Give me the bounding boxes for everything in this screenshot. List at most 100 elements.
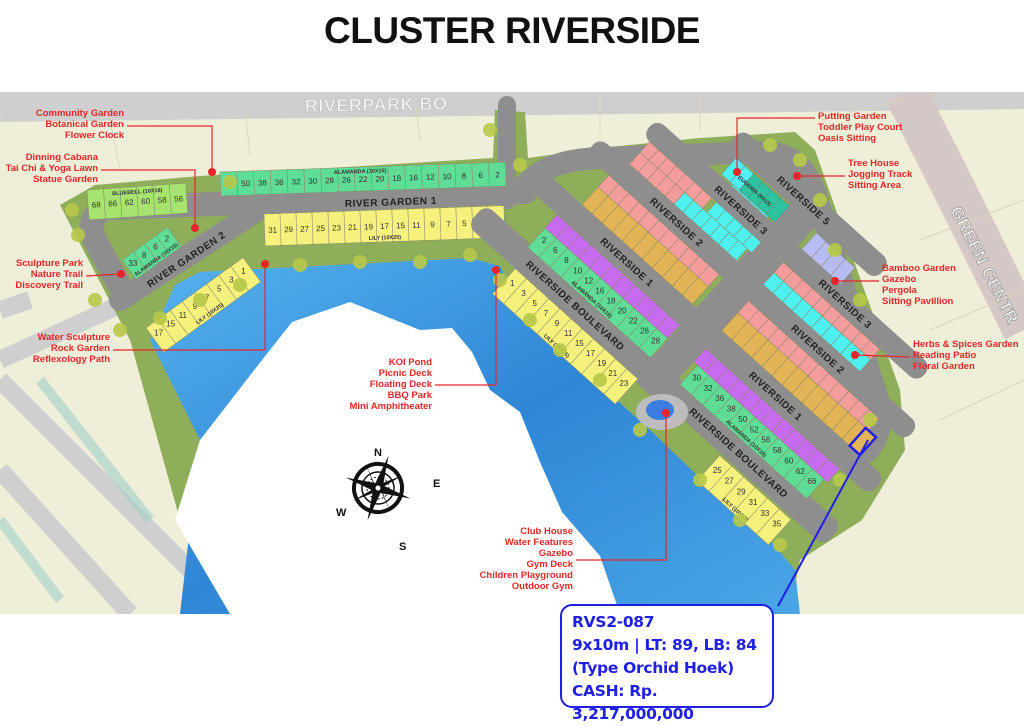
lot[interactable]: 66 xyxy=(794,468,825,499)
lot-number: 66 xyxy=(807,477,816,486)
info-pointer-line xyxy=(777,439,869,607)
lot-code: RVS2-087 xyxy=(572,613,655,631)
lot-number: 18 xyxy=(607,296,616,305)
lot[interactable]: 21 xyxy=(343,210,362,244)
lot-number: 23 xyxy=(332,223,342,232)
amenity-label: Jogging Track xyxy=(848,169,913,180)
tree-icon xyxy=(763,138,777,152)
tree-icon xyxy=(353,255,367,269)
tree-icon xyxy=(523,313,537,327)
lot-number: 36 xyxy=(715,394,724,403)
lot[interactable]: 2 xyxy=(488,161,507,187)
amenity-marker-icon xyxy=(851,351,859,359)
lot[interactable]: 8 xyxy=(454,162,473,189)
highlighted-lot-rvs2-087[interactable] xyxy=(847,426,878,457)
lot-number: 56 xyxy=(174,194,184,204)
lot[interactable]: 10 xyxy=(438,163,457,189)
lot[interactable]: 36 xyxy=(270,169,289,195)
lot[interactable]: 31 xyxy=(263,213,282,247)
lot[interactable]: 38 xyxy=(253,169,272,196)
lot-number: 58 xyxy=(157,195,167,205)
lot[interactable]: 9 xyxy=(423,207,442,241)
lot[interactable]: 23 xyxy=(327,210,346,245)
tree-icon xyxy=(513,158,527,172)
tree-icon xyxy=(88,293,102,307)
lot[interactable]: 50 xyxy=(236,170,255,196)
lot[interactable]: 26 xyxy=(337,167,356,193)
lot-number: 9 xyxy=(430,220,435,229)
lot[interactable]: 68 xyxy=(86,188,106,221)
lot[interactable]: 25 xyxy=(311,211,330,245)
pink-row-a xyxy=(597,174,720,287)
lot[interactable]: 29 xyxy=(279,212,298,246)
lot-number: 32 xyxy=(291,177,301,186)
lot[interactable]: 19 xyxy=(359,209,378,243)
alamanda-rg1-row: 5250383632302826222018161210862 xyxy=(219,161,507,197)
lot-number: 27 xyxy=(300,224,310,233)
lot[interactable]: 22 xyxy=(354,166,373,192)
lot[interactable]: 16 xyxy=(404,164,423,190)
lot[interactable]: 30 xyxy=(303,168,322,194)
lot[interactable]: 2 xyxy=(155,226,182,256)
lot[interactable]: 60 xyxy=(136,185,156,217)
lot-number: 58 xyxy=(773,446,782,455)
amenity-marker-icon xyxy=(117,270,125,278)
page-title: CLUSTER RIVERSIDE xyxy=(324,10,700,51)
lot[interactable]: 18 xyxy=(387,165,406,191)
amenity-label: Reading Patio xyxy=(913,350,977,361)
lot-number: 12 xyxy=(584,276,593,285)
lot-number: 1 xyxy=(510,279,515,288)
lot[interactable] xyxy=(765,197,790,223)
lot[interactable]: 11 xyxy=(407,208,426,242)
amenity-marker-icon xyxy=(191,224,199,232)
cyan-row-a2 xyxy=(706,201,762,253)
lot-number: 68 xyxy=(92,200,102,210)
lot-price: CASH: Rp. 3,217,000,000 xyxy=(572,682,694,723)
lot-number: 21 xyxy=(348,223,358,232)
lot-number: 56 xyxy=(761,436,770,445)
lot[interactable]: 6 xyxy=(471,162,490,188)
tree-icon xyxy=(828,243,842,257)
tree-icon xyxy=(483,123,497,137)
amenity-label: Tree House xyxy=(848,158,899,169)
amenity-label: Outdoor Gym xyxy=(512,581,573,592)
lot[interactable]: 28 xyxy=(638,328,668,359)
amenity-label: Reflexology Path xyxy=(33,354,110,365)
lot-number: 60 xyxy=(141,197,151,207)
lot-number: 30 xyxy=(308,177,318,186)
tree-icon xyxy=(853,293,867,307)
lot[interactable]: 27 xyxy=(295,212,314,246)
lot[interactable] xyxy=(693,189,713,209)
lot[interactable]: 17 xyxy=(375,209,394,243)
lot-number: 6 xyxy=(553,246,558,255)
lot-number: 33 xyxy=(760,509,769,518)
lot-number: 31 xyxy=(749,498,758,507)
lot-number: 23 xyxy=(619,379,628,388)
lot[interactable]: 12 xyxy=(421,164,440,190)
lot-number: 8 xyxy=(462,171,467,180)
lot-number: 17 xyxy=(154,329,163,338)
lot[interactable]: 7 xyxy=(439,207,458,241)
lot-number: 27 xyxy=(725,477,734,486)
lot-number: 38 xyxy=(727,405,736,414)
lily-rg1-row: 3129272523211917151197531LILY (10X25) xyxy=(263,205,506,247)
lot[interactable] xyxy=(742,233,762,253)
lot-number: 8 xyxy=(564,256,569,265)
lot-number: 28 xyxy=(325,176,335,185)
callout-line xyxy=(435,270,497,386)
lot-info-box: RVS2-087 9x10m | LT: 89, LB: 84 (Type Or… xyxy=(560,604,774,723)
lot-number: 6 xyxy=(478,171,483,180)
amenity-label: Water Features xyxy=(505,537,573,548)
lot[interactable] xyxy=(698,265,720,287)
lot[interactable]: 35 xyxy=(756,508,792,546)
lot[interactable]: 56 xyxy=(169,182,189,215)
tree-icon xyxy=(813,193,827,207)
lot[interactable]: 32 xyxy=(286,168,306,194)
lot[interactable]: 23 xyxy=(603,368,639,405)
amenity-label: Community Garden xyxy=(36,108,124,119)
lot[interactable]: 5 xyxy=(455,206,474,240)
